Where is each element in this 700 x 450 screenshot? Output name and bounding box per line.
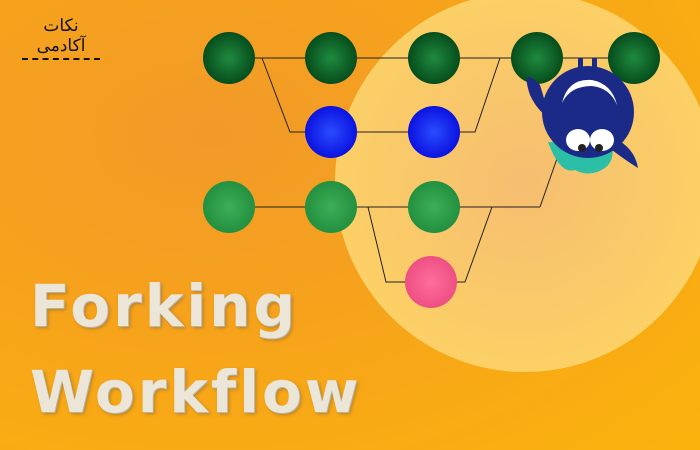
commit-node [408, 32, 460, 84]
logo-text: نکات آکادمی [36, 16, 86, 56]
logo-underline [22, 58, 100, 60]
commits-main [203, 32, 660, 84]
commit-node-new [405, 256, 457, 308]
commits-fork [305, 106, 460, 158]
commit-node [305, 106, 357, 158]
commit-node [305, 32, 357, 84]
commit-node [203, 181, 255, 233]
logo: نکات آکادمی [22, 16, 100, 60]
commit-node [305, 181, 357, 233]
commit-node [511, 32, 563, 84]
commit-node [203, 32, 255, 84]
title-line-1: Forking [30, 272, 298, 340]
commit-node [608, 32, 660, 84]
octocat-icon [526, 58, 638, 174]
title-line-2: Workflow [30, 358, 362, 426]
commit-node [408, 106, 460, 158]
commits-feature [203, 181, 460, 233]
commit-node [408, 181, 460, 233]
